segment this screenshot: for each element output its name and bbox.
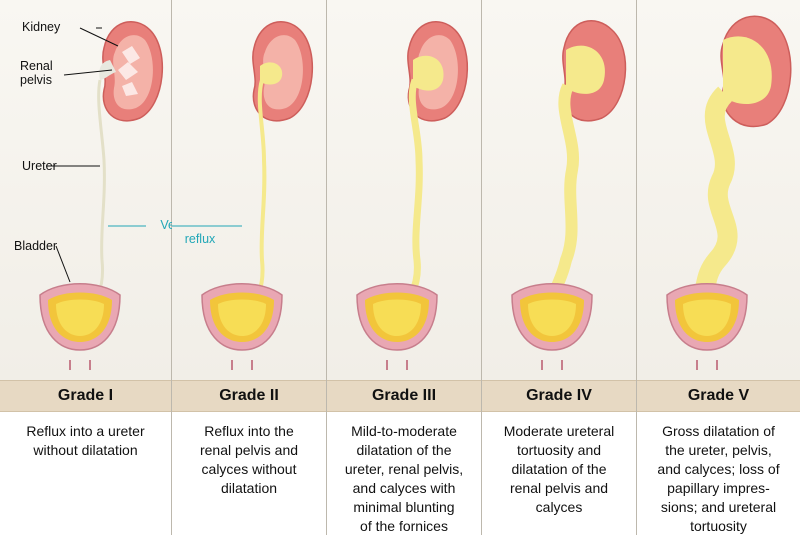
grade-title: Grade IV (526, 387, 592, 404)
illustration-area: reflux (172, 0, 326, 380)
label-vur-line2: reflux (184, 232, 216, 246)
grade-title: Grade V (687, 387, 750, 404)
kidney-graphic (252, 21, 313, 122)
description-area: Reflux into a ureter without dilatation (0, 412, 171, 535)
kidney-graphic (720, 15, 792, 128)
panel-grade-2: reflux Grade II Reflux into the renal pe… (172, 0, 327, 535)
description-line: the ureter, pelvis, (665, 442, 772, 458)
panel-grade-3: Grade III Mild-to-moderate dilatation of… (327, 0, 482, 535)
description-line: minimal blunting (353, 499, 455, 515)
panel-grade-5: Grade V Gross dilatation of the ureter, … (637, 0, 800, 535)
grade-bar: Grade II (172, 380, 326, 412)
grade-5-illustration (666, 15, 792, 370)
ureter-graphic (693, 86, 738, 300)
description-line: dilatation of the (356, 442, 452, 458)
description-line: calyces (535, 499, 583, 515)
description-line: papillary impres- (667, 480, 770, 496)
grade-description: Mild-to-moderate dilatation of the urete… (327, 422, 481, 536)
bladder-graphic (39, 283, 121, 370)
illustration-area: Kidney Renal pelvis Ureter Bladder Vesic… (0, 0, 240, 380)
bladder-graphic (511, 283, 593, 370)
description-area: Gross dilatation of the ureter, pelvis, … (637, 412, 800, 535)
kidney-graphic (99, 21, 163, 122)
description-line: Gross dilatation of (662, 423, 775, 439)
label-ureter: Ureter (22, 159, 57, 173)
description-area: Moderate ureteral tortuosity and dilatat… (482, 412, 636, 535)
grade-bar: Grade I (0, 380, 171, 412)
ureter-graphic (256, 79, 267, 296)
ureter-graphic (548, 83, 580, 297)
grade-description: Gross dilatation of the ureter, pelvis, … (637, 422, 800, 536)
description-line: dilatation (220, 480, 278, 496)
grade-bar: Grade IV (482, 380, 636, 412)
grade-bar: Grade III (327, 380, 481, 412)
illustration-area (482, 0, 636, 380)
description-line: without dilatation (33, 442, 138, 458)
bladder-graphic (356, 283, 438, 370)
description-line: calyces without (201, 461, 297, 477)
description-line: tortuosity and (516, 442, 602, 458)
description-line: of the fornices (360, 518, 448, 534)
grade-2-illustration (172, 21, 313, 370)
label-renal-pelvis-line2: pelvis (20, 73, 52, 87)
grade-3-illustration (356, 21, 468, 370)
grade-bar: Grade V (637, 380, 800, 412)
panel-grade-1: Kidney Renal pelvis Ureter Bladder Vesic… (0, 0, 240, 535)
description-line: renal pelvis and (199, 442, 299, 458)
description-line: Reflux into a ureter (26, 423, 145, 439)
ureter-graphic (96, 79, 106, 296)
label-kidney: Kidney (22, 20, 61, 34)
description-line: and calyces with (352, 480, 456, 496)
grade-description: Reflux into a ureter without dilatation (0, 422, 171, 460)
label-bladder: Bladder (14, 239, 58, 253)
description-line: Moderate ureteral (503, 423, 615, 439)
illustration-area (637, 0, 800, 380)
description-line: ureter, renal pelvis, (344, 461, 464, 477)
description-area: Reflux into the renal pelvis and calyces… (172, 412, 326, 535)
grade-4-illustration (511, 20, 627, 370)
description-line: Reflux into the (204, 423, 294, 439)
panel-grade-4: Grade IV Moderate ureteral tortuosity an… (482, 0, 637, 535)
grade-description: Moderate ureteral tortuosity and dilatat… (482, 422, 636, 517)
description-line: and calyces; loss of (657, 461, 780, 477)
kidney-graphic (562, 20, 627, 122)
grade-title: Grade III (371, 387, 437, 404)
ureter-graphic (407, 78, 423, 297)
illustration-area (327, 0, 481, 380)
description-line: dilatation of the (511, 461, 607, 477)
kidney-graphic (407, 21, 468, 122)
grade-1-illustration (39, 21, 163, 370)
bladder-graphic (666, 283, 748, 370)
description-line: tortuosity (690, 518, 747, 534)
bladder-graphic (201, 283, 283, 370)
description-line: sions; and ureteral (660, 499, 777, 515)
grade-title: Grade II (219, 387, 279, 404)
description-line: Mild-to-moderate (351, 423, 457, 439)
label-renal-pelvis-line1: Renal (20, 59, 53, 73)
description-line: renal pelvis and (509, 480, 609, 496)
grade-title: Grade I (57, 387, 114, 404)
grade-description: Reflux into the renal pelvis and calyces… (172, 422, 326, 498)
description-area: Mild-to-moderate dilatation of the urete… (327, 412, 481, 535)
